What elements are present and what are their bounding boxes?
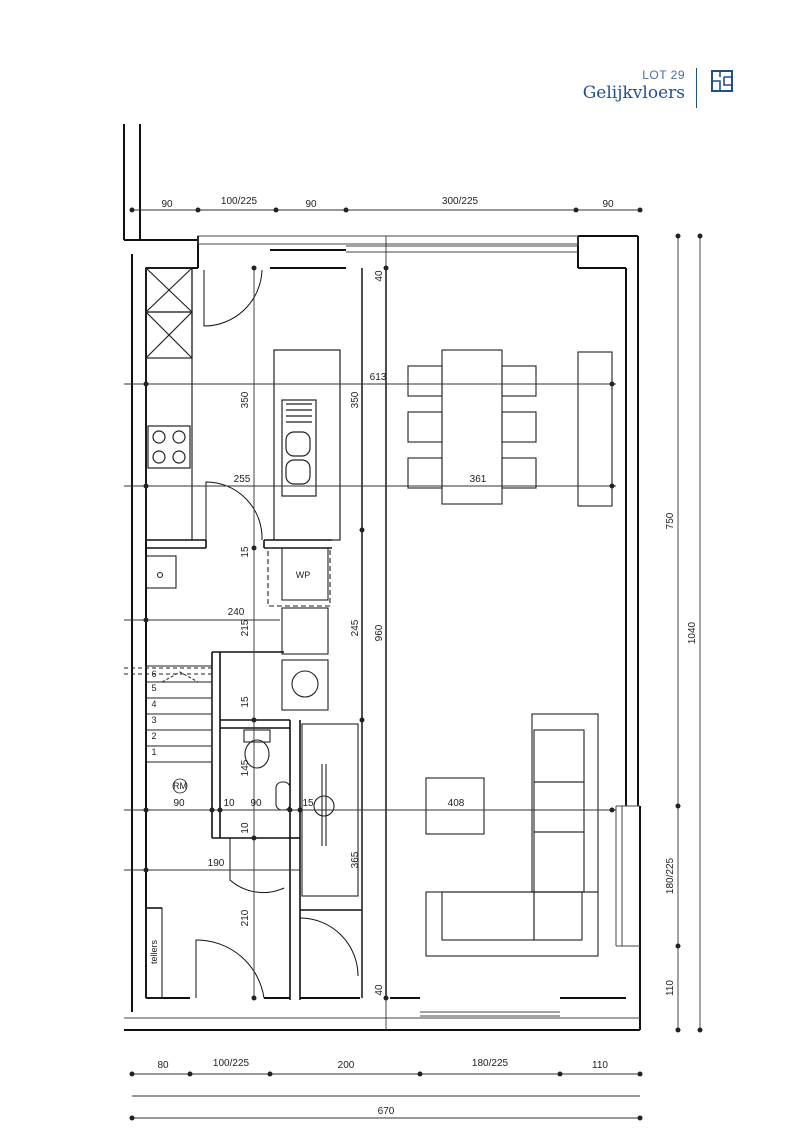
label-tellers: tellers: [149, 940, 159, 965]
step-1: 1: [151, 747, 156, 757]
dim-top-5: 90: [602, 199, 614, 210]
right-dimension-labels: 750 1040 180/225 110: [665, 512, 698, 996]
dim-right-180-225: 180/225: [665, 857, 676, 894]
utility-room: [145, 547, 331, 711]
room-labels: WP RM tellers 1 2 3 4 5 6: [149, 570, 310, 964]
dim-right-1040: 1040: [687, 621, 698, 644]
dimension-ticks: [129, 207, 703, 1121]
dim-365: 365: [350, 851, 361, 868]
rm-marker: [172, 778, 188, 794]
dining-area: [407, 349, 613, 507]
interior-dimension-labels: 40 613 350 350 255 361 15 240 215 245 96…: [173, 270, 486, 996]
dim-255: 255: [234, 474, 251, 485]
stairs: [124, 665, 213, 763]
door-swings: [195, 269, 359, 999]
dim-right-750: 750: [665, 512, 676, 529]
kitchen: [145, 267, 341, 541]
dim-361: 361: [470, 474, 487, 485]
step-6: 6: [151, 669, 156, 679]
plan-header: LOT 29 Gelijkvloers: [583, 68, 685, 103]
dim-90-a: 90: [173, 798, 185, 809]
dim-bottom-3: 200: [338, 1060, 355, 1071]
label-wp: WP: [296, 570, 311, 580]
step-5: 5: [151, 683, 156, 693]
dim-15-b: 15: [240, 696, 251, 708]
bottom-dimension-labels: 80 100/225 200 180/225 110 670: [157, 1058, 608, 1117]
dim-bottom-5: 110: [592, 1060, 608, 1071]
top-dimension-labels: 90 100/225 90 300/225 90: [161, 196, 614, 210]
dim-215: 215: [240, 619, 251, 636]
dim-350-a: 350: [240, 391, 251, 408]
floorplan-icon: [711, 70, 733, 92]
dim-top-3: 90: [305, 199, 317, 210]
dim-right-110: 110: [665, 980, 676, 996]
dim-210: 210: [240, 909, 251, 926]
step-4: 4: [151, 699, 156, 709]
dim-total: 670: [378, 1106, 395, 1117]
dim-40-bottom: 40: [374, 984, 385, 996]
toilet-room: [145, 723, 359, 999]
dim-408: 408: [448, 798, 465, 809]
window-frames: [124, 235, 640, 1019]
step-3: 3: [151, 715, 156, 725]
dim-190: 190: [208, 858, 225, 869]
dim-40-top: 40: [374, 270, 385, 282]
dim-top-2: 100/225: [221, 196, 258, 207]
outer-walls: [123, 124, 641, 1031]
dim-145: 145: [240, 759, 251, 776]
dim-15-a: 15: [240, 546, 251, 558]
dimension-lines: [124, 209, 701, 1119]
dim-245: 245: [350, 619, 361, 636]
dim-bottom-4: 180/225: [472, 1058, 509, 1069]
floor-title: Gelijkvloers: [582, 83, 685, 103]
dim-960: 960: [374, 624, 385, 641]
dim-240: 240: [228, 607, 245, 618]
dim-bottom-2: 100/225: [213, 1058, 250, 1069]
dim-350-b: 350: [350, 391, 361, 408]
label-rm: RM: [173, 781, 187, 791]
dim-10-b: 10: [240, 822, 251, 834]
dim-613: 613: [370, 372, 387, 383]
dim-90-b: 90: [250, 798, 262, 809]
dim-15-c: 15: [302, 798, 314, 809]
header-divider: [696, 68, 697, 108]
living-area: [425, 713, 599, 957]
step-2: 2: [151, 731, 156, 741]
dim-top-1: 90: [161, 199, 173, 210]
dim-top-4: 300/225: [442, 196, 479, 207]
dim-bottom-1: 80: [157, 1060, 169, 1071]
dim-10-a: 10: [223, 798, 235, 809]
lot-label: LOT 29: [642, 68, 685, 82]
